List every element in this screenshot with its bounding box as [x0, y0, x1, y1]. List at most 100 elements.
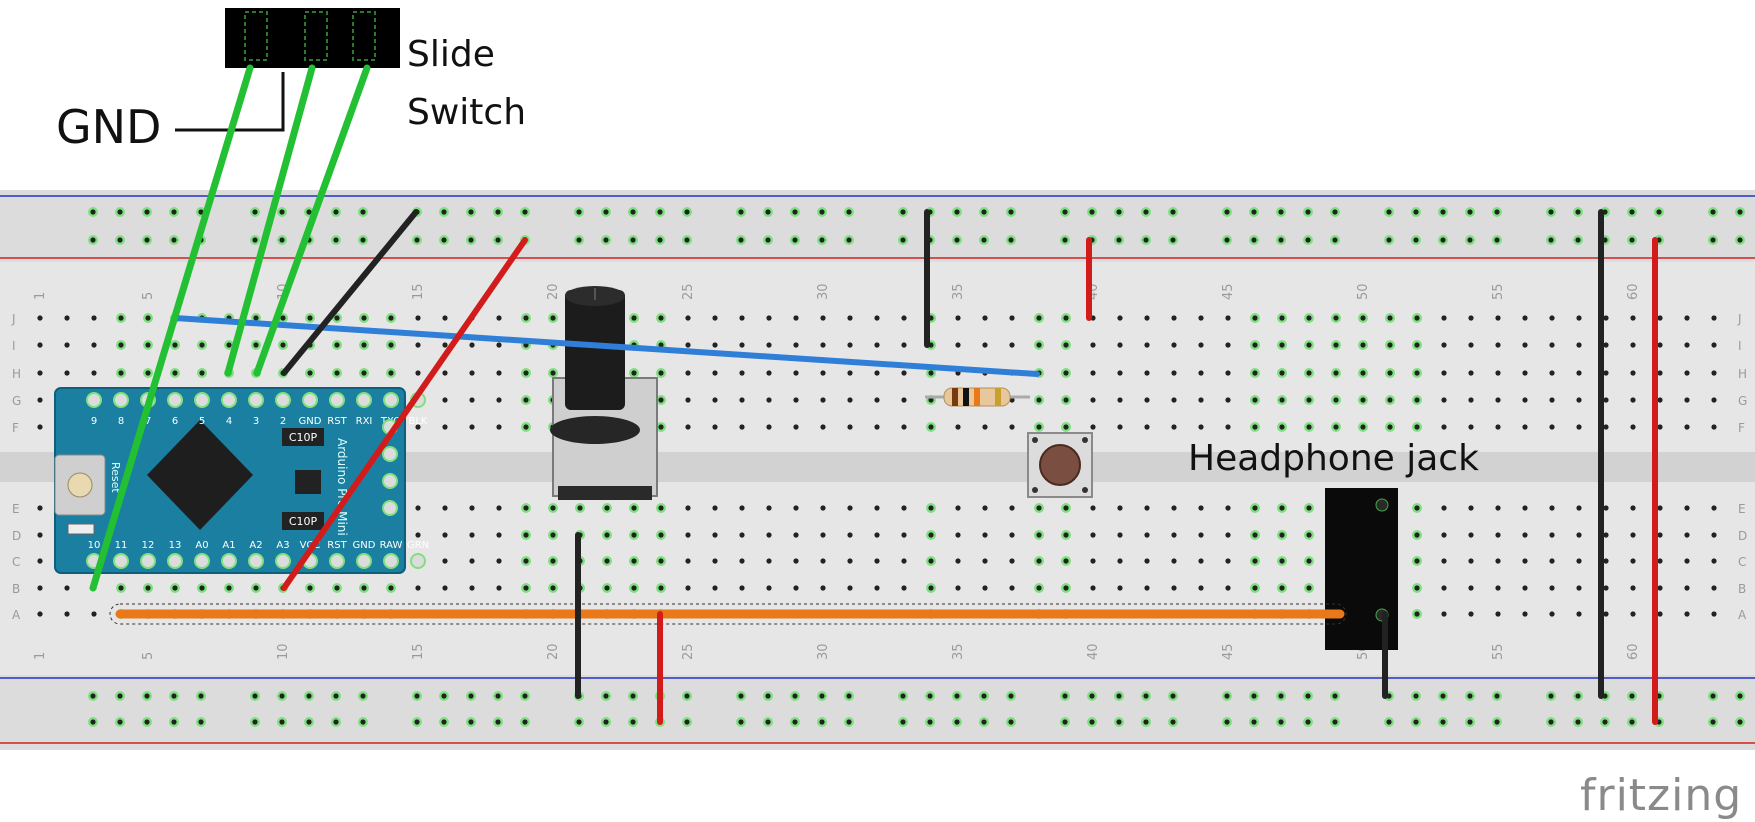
breadboard-hole: [64, 611, 70, 617]
rail-hole: [1305, 237, 1311, 243]
arduino-pin-label: RST: [327, 540, 347, 551]
rail-hole: [1629, 209, 1635, 215]
power-rail-bottom: [0, 675, 1755, 750]
breadboard-hole: [928, 370, 934, 376]
breadboard-hole: [1414, 424, 1420, 430]
breadboard-hole: [1306, 397, 1312, 403]
rail-hole: [1278, 209, 1284, 215]
breadboard-hole: [1171, 532, 1177, 538]
rail-hole: [657, 237, 663, 243]
rail-hole: [819, 693, 825, 699]
rail-hole: [1575, 237, 1581, 243]
orange-wire-highlight: [109, 603, 1347, 625]
breadboard-hole: [469, 424, 475, 430]
arduino-pin: [167, 553, 183, 569]
breadboard-hole: [793, 532, 799, 538]
breadboard-hole: [1414, 558, 1420, 564]
arduino-pin: [86, 392, 102, 408]
breadboard-hole: [118, 370, 124, 376]
rail-hole: [927, 693, 933, 699]
arduino-pin-label: 6: [172, 416, 178, 427]
rail-hole: [1602, 719, 1608, 725]
breadboard-hole: [1495, 558, 1501, 564]
breadboard-hole: [1225, 397, 1231, 403]
rail-hole: [1332, 719, 1338, 725]
rail-hole: [765, 719, 771, 725]
breadboard-hole: [1063, 397, 1069, 403]
rail-hole: [900, 209, 906, 215]
breadboard-hole: [712, 585, 718, 591]
breadboard-hole: [1090, 397, 1096, 403]
breadboard-hole: [955, 585, 961, 591]
breadboard-hole: [847, 315, 853, 321]
arduino-pin-label: A0: [195, 540, 208, 551]
breadboard-hole: [712, 315, 718, 321]
breadboard-hole: [1117, 585, 1123, 591]
breadboard-hole: [1225, 505, 1231, 511]
rail-hole: [765, 209, 771, 215]
column-number-top: 30: [816, 283, 831, 300]
breadboard-hole: [739, 342, 745, 348]
breadboard-hole: [1144, 558, 1150, 564]
breadboard-hole: [253, 342, 259, 348]
rail-hole: [1062, 209, 1068, 215]
row-letter-right: J: [1737, 312, 1742, 326]
rail-hole: [1062, 719, 1068, 725]
breadboard-hole: [1684, 397, 1690, 403]
breadboard-hole: [1063, 558, 1069, 564]
breadboard-hole: [1522, 397, 1528, 403]
breadboard-hole: [37, 342, 43, 348]
rail-hole: [1494, 719, 1500, 725]
rail-hole: [360, 237, 366, 243]
breadboard-hole: [658, 315, 664, 321]
rail-hole: [630, 693, 636, 699]
breadboard-hole: [1468, 532, 1474, 538]
breadboard-hole: [1468, 315, 1474, 321]
headphone-jack-label: Headphone jack: [1188, 438, 1479, 479]
arduino-pin-label: GRN: [407, 540, 429, 551]
breadboard-hole: [1144, 397, 1150, 403]
arduino-pin: [356, 553, 372, 569]
breadboard-hole: [901, 397, 907, 403]
breadboard-hole: [442, 505, 448, 511]
breadboard-hole: [1225, 532, 1231, 538]
breadboard-hole: [1468, 611, 1474, 617]
rail-hole: [603, 693, 609, 699]
rail-hole: [1062, 693, 1068, 699]
column-number-bottom: 25: [681, 643, 696, 660]
rail-hole: [1710, 209, 1716, 215]
rail-hole: [468, 237, 474, 243]
breadboard-hole: [1333, 397, 1339, 403]
breadboard-hole: [685, 370, 691, 376]
rail-hole: [360, 719, 366, 725]
breadboard-hole: [1117, 532, 1123, 538]
breadboard-hole: [1630, 370, 1636, 376]
arduino-pin-label: 7: [145, 416, 151, 427]
column-number-bottom: 35: [951, 643, 966, 660]
slide-switch-label-line1: Slide: [407, 34, 495, 75]
breadboard-hole: [1171, 558, 1177, 564]
row-letter-left: F: [12, 421, 19, 435]
arduino-pin-label: 2: [280, 416, 286, 427]
arduino-pin-label: 8: [118, 416, 124, 427]
breadboard-hole: [1657, 611, 1663, 617]
breadboard-hole: [415, 342, 421, 348]
breadboard-hole: [1387, 342, 1393, 348]
column-number-top: 15: [411, 283, 426, 300]
breadboard-hole: [1630, 532, 1636, 538]
rail-hole: [252, 237, 258, 243]
breadboard-hole: [1603, 585, 1609, 591]
breadboard-hole: [523, 315, 529, 321]
rail-hole: [819, 719, 825, 725]
breadboard-hole: [1441, 424, 1447, 430]
breadboard-hole: [604, 585, 610, 591]
breadboard-hole: [1036, 424, 1042, 430]
arduino-pin: [140, 553, 156, 569]
breadboard-hole: [1225, 558, 1231, 564]
arduino-pin: [275, 553, 291, 569]
breadboard-hole: [982, 532, 988, 538]
rail-hole: [1143, 237, 1149, 243]
breadboard-hole: [64, 342, 70, 348]
rail-hole: [927, 719, 933, 725]
breadboard-hole: [496, 532, 502, 538]
